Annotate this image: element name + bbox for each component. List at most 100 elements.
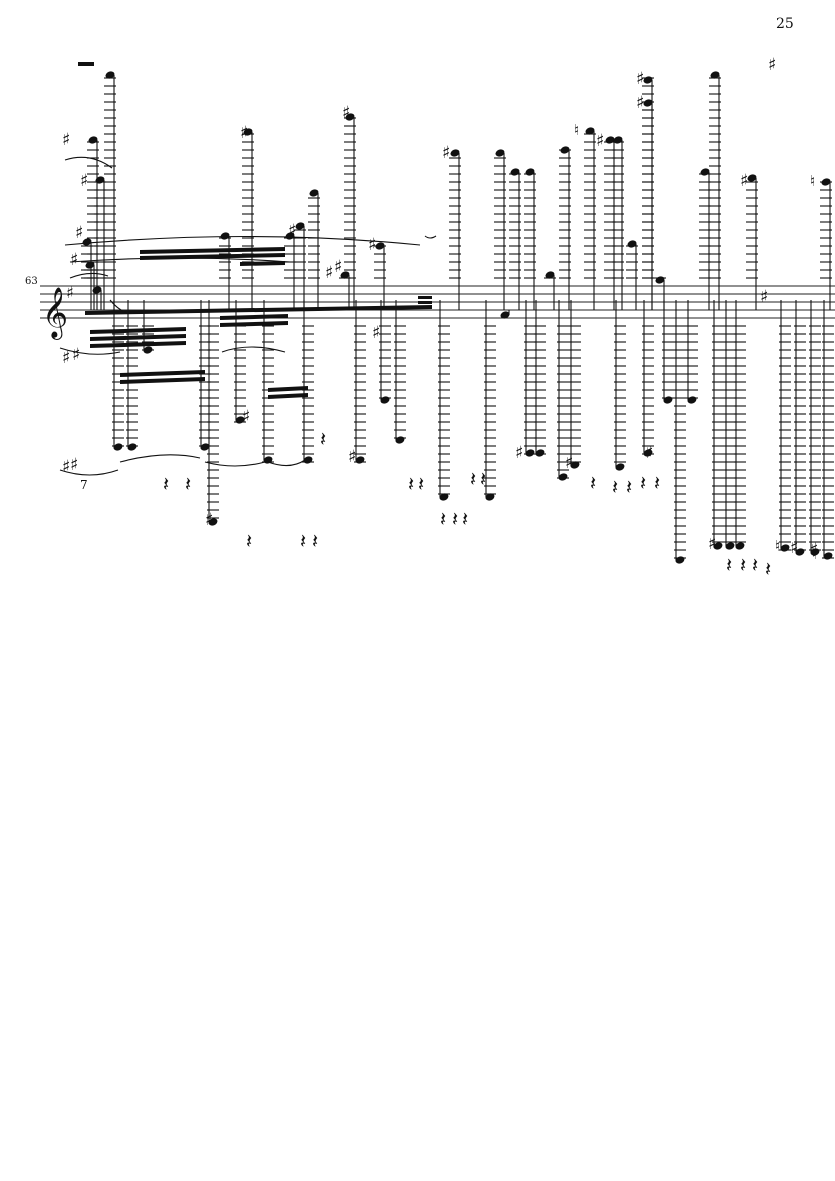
sharp-icon: ♯ bbox=[205, 510, 213, 530]
note-head bbox=[95, 176, 105, 184]
note-head bbox=[747, 174, 757, 182]
quarter-rest-icon: 𝄽 bbox=[440, 507, 446, 531]
note-head bbox=[495, 149, 505, 157]
note-head bbox=[627, 240, 637, 248]
note-head bbox=[663, 396, 673, 404]
note-head bbox=[710, 71, 720, 79]
note-head bbox=[303, 456, 313, 464]
note-head bbox=[810, 548, 820, 556]
note-head bbox=[295, 222, 305, 230]
page-number: 25 bbox=[776, 16, 794, 32]
note-heads bbox=[82, 71, 833, 564]
note-head bbox=[675, 556, 685, 564]
sharp-icon: ♯ bbox=[596, 131, 604, 151]
quarter-rest-icon: 𝄽 bbox=[185, 472, 191, 496]
quarter-rest-icon: 𝄽 bbox=[470, 467, 476, 491]
note-head bbox=[613, 136, 623, 144]
sharp-icon: ♯ bbox=[645, 443, 653, 463]
note-head bbox=[535, 449, 545, 457]
note-head bbox=[92, 286, 102, 294]
note-head bbox=[700, 168, 710, 176]
note-head bbox=[88, 136, 98, 144]
sharp-icon: ♯ bbox=[636, 69, 644, 89]
note-head bbox=[735, 542, 745, 550]
quarter-rest-icon: 𝄽 bbox=[246, 529, 252, 553]
note-head bbox=[605, 136, 615, 144]
note-head bbox=[285, 232, 295, 240]
note-head bbox=[243, 128, 253, 136]
sharp-icon: ♯ bbox=[768, 55, 776, 75]
note-head bbox=[780, 544, 790, 552]
sharp-icon: ♯ bbox=[708, 534, 716, 554]
note-head bbox=[545, 271, 555, 279]
note-head bbox=[439, 493, 449, 501]
note-head bbox=[200, 443, 210, 451]
note-head bbox=[395, 436, 405, 444]
quarter-rest-icon: 𝄽 bbox=[726, 553, 732, 577]
note-head bbox=[558, 473, 568, 481]
sharp-icon: ♯ bbox=[70, 250, 78, 270]
sharp-icon: ♯ bbox=[348, 447, 356, 467]
sharp-icon: ♯ bbox=[810, 540, 818, 560]
quarter-rest-icon: 𝄽 bbox=[654, 471, 660, 495]
note-head bbox=[570, 461, 580, 469]
sharp-icon: ♯ bbox=[70, 455, 78, 475]
quarter-rest-icon: 𝄽 bbox=[452, 507, 458, 531]
note-head bbox=[560, 146, 570, 154]
note-head bbox=[655, 276, 665, 284]
note-head bbox=[485, 493, 495, 501]
quarter-rest-icon: 𝄽 bbox=[163, 472, 169, 496]
natural-icon: ♮ bbox=[812, 545, 817, 563]
quarter-rest-icon: 𝄽 bbox=[408, 472, 414, 496]
accidentals: ♯♯♯♯♯♯♯♯♯♯♯♯♯♯♯♯♯♯♯♯♯♯♯♯♯♯♯♯♯♯♯♮♮♮♮ bbox=[62, 55, 818, 563]
treble-clef-icon: 𝄞 bbox=[42, 287, 68, 340]
quarter-rest-icon: 𝄽 bbox=[320, 427, 326, 451]
quarter-rest-icon: 𝄽 bbox=[462, 507, 468, 531]
sharp-icon: ♯ bbox=[372, 323, 380, 343]
note-head bbox=[643, 99, 653, 107]
sharp-icon: ♯ bbox=[334, 257, 342, 277]
beams bbox=[78, 62, 432, 399]
sharp-icon: ♯ bbox=[62, 130, 70, 150]
note-head bbox=[340, 271, 350, 279]
sharp-icon: ♯ bbox=[760, 287, 768, 307]
note-head bbox=[500, 311, 510, 319]
sharp-icon: ♯ bbox=[368, 235, 376, 255]
key-signature-sharp-icon: ♯ bbox=[66, 283, 74, 302]
note-head bbox=[113, 443, 123, 451]
note-head bbox=[85, 261, 95, 269]
note-head bbox=[713, 542, 723, 550]
note-head bbox=[525, 449, 535, 457]
quarter-rest-icon: 𝄽 bbox=[480, 467, 486, 491]
quarter-rest-icon: 𝄽 bbox=[300, 529, 306, 553]
ties bbox=[59, 156, 437, 476]
note-head bbox=[821, 178, 831, 186]
note-head bbox=[795, 548, 805, 556]
note-head bbox=[687, 396, 697, 404]
note-head bbox=[235, 416, 245, 424]
quarter-rest-icon: 𝄽 bbox=[612, 475, 618, 499]
sharp-icon: ♯ bbox=[565, 453, 573, 473]
note-head bbox=[510, 168, 520, 176]
sharp-icon: ♯ bbox=[790, 538, 798, 558]
sharp-icon: ♯ bbox=[240, 123, 248, 143]
sharp-icon: ♯ bbox=[636, 93, 644, 113]
sharp-icon: ♯ bbox=[72, 345, 80, 365]
note-head bbox=[208, 518, 218, 526]
note-head bbox=[525, 168, 535, 176]
note-head bbox=[585, 127, 595, 135]
sharp-icon: ♯ bbox=[62, 348, 70, 368]
quarter-rest-icon: 𝄽 bbox=[740, 553, 746, 577]
rests: 𝄽𝄽𝄽𝄽𝄽𝄽𝄽𝄽𝄽𝄽𝄽𝄽𝄽𝄽𝄽𝄽𝄽𝄽𝄽𝄽𝄽𝄽 bbox=[163, 427, 771, 581]
note-head bbox=[380, 396, 390, 404]
quarter-rest-icon: 𝄽 bbox=[312, 529, 318, 553]
note-head bbox=[345, 113, 355, 121]
natural-icon: ♮ bbox=[810, 172, 815, 190]
sharp-icon: ♯ bbox=[242, 407, 250, 427]
sharp-icon: ♯ bbox=[342, 103, 350, 123]
sharp-icon: ♯ bbox=[288, 221, 296, 241]
note-head bbox=[823, 552, 833, 560]
note-stems bbox=[90, 75, 831, 560]
